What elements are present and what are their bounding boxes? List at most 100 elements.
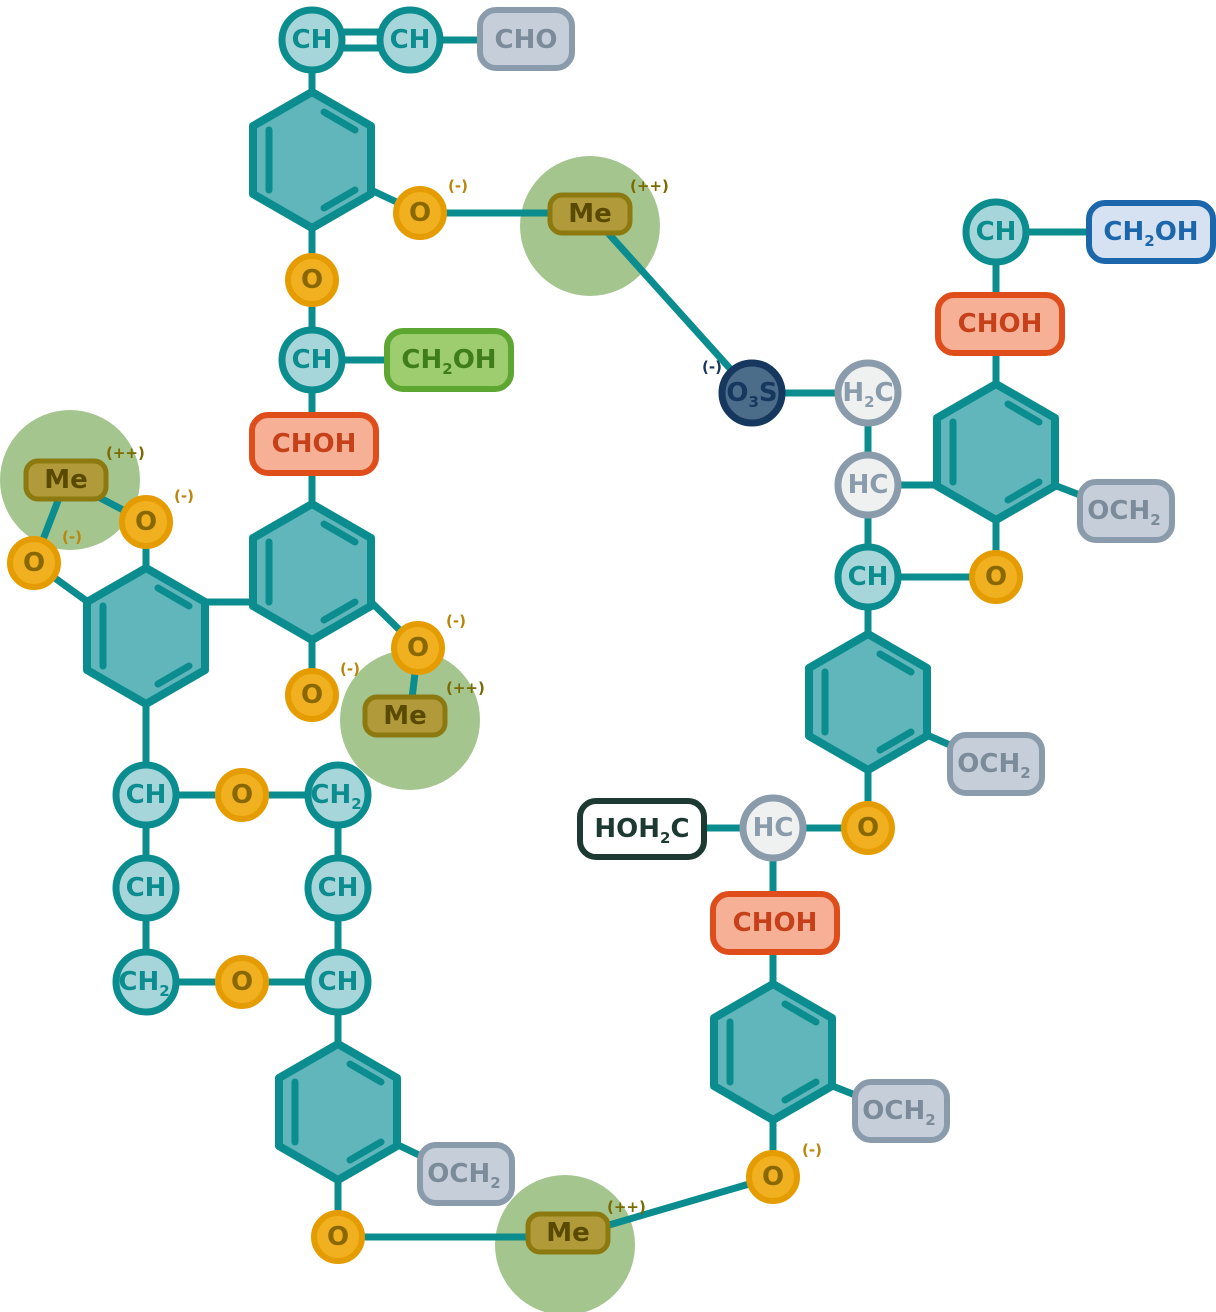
o-node-right-upper: O [969, 550, 1023, 604]
o-node-box-bottom: O [215, 955, 269, 1009]
o-label: O [135, 507, 157, 537]
ch-node-box-bottom-right: CH [304, 948, 372, 1016]
ch-label: CH [976, 217, 1017, 247]
o-label: O [327, 1222, 349, 1252]
me-node-top: Me [547, 192, 633, 236]
och2-box-right-middle: OCH2 [947, 732, 1045, 796]
oxygen-nodes: O O O O O O O O [7, 186, 1023, 1264]
charge-minus: (-) [446, 612, 466, 630]
substituent-boxes: CHO CH2OH CHOH CH2OH CHOH CHOH OCH2 OCH [249, 7, 1216, 1206]
o-node-middle-bottom: O [285, 668, 339, 722]
cho-box: CHO [477, 7, 575, 71]
och2-label: OCH2 [427, 1159, 500, 1192]
o-node-chain: O [285, 253, 339, 307]
ch-node-box-mid-right: CH [304, 854, 372, 922]
o-label: O [857, 813, 879, 843]
hc-label: HC [753, 813, 794, 843]
hc-label: HC [848, 470, 889, 500]
charge-plus2: (++) [630, 177, 669, 195]
ch2-node-box-bottom-left: CH2 [112, 948, 180, 1016]
choh-box-right-top: CHOH [935, 292, 1065, 356]
och2-label: OCH2 [1087, 496, 1160, 529]
ch2-label: CH2 [118, 967, 169, 1000]
ch-label: CH [292, 25, 333, 55]
benzene-ring-top [253, 92, 371, 228]
o-label: O [301, 680, 323, 710]
ch2oh-box-blue: CH2OH [1086, 200, 1216, 264]
ch-node-chain: CH [278, 326, 346, 394]
o-label: O [23, 548, 45, 578]
och2-box-right-bottom: OCH2 [852, 1079, 950, 1143]
me-label: Me [546, 1218, 590, 1248]
hc-node-upper: HC [834, 451, 902, 519]
o-label: O [231, 780, 253, 810]
charge-minus: (-) [340, 660, 360, 678]
o-label: O [301, 265, 323, 295]
benzene-ring-middle [253, 504, 371, 640]
ch-node-right-top: CH [962, 198, 1030, 266]
cho-label: CHO [495, 25, 558, 55]
ch-node-box-mid-left: CH [112, 854, 180, 922]
ch-label: CH [318, 873, 359, 903]
hc-nodes: H2C HC HC [739, 359, 902, 862]
ch-label: CH [126, 780, 167, 810]
o-node-middle-right: O [391, 621, 445, 675]
o-node-box-top: O [215, 768, 269, 822]
me-node-bottom: Me [525, 1211, 611, 1255]
o-label: O [762, 1162, 784, 1192]
ch-label: CH [318, 967, 359, 997]
charge-plus2: (++) [607, 1198, 646, 1216]
ch-node-box-top-left: CH [112, 761, 180, 829]
benzene-ring-right-top [937, 384, 1055, 520]
och2-label: OCH2 [957, 749, 1030, 782]
me-label: Me [383, 701, 427, 731]
och2-box-right-top: OCH2 [1077, 479, 1175, 543]
choh-label: CHOH [733, 908, 818, 938]
hc-node-lower: HC [739, 794, 807, 862]
charge-plus2: (++) [106, 444, 145, 462]
ch-label: CH [292, 345, 333, 375]
ch-label: CH [848, 562, 889, 592]
hoh2c-box: HOH2C [577, 798, 707, 860]
o-label: O [409, 198, 431, 228]
o-label: O [407, 633, 429, 663]
charge-minus: (-) [702, 358, 722, 376]
me-node-middle: Me [362, 694, 448, 738]
ch2-node-box-top-right: CH2 [304, 761, 372, 829]
ch2oh-green-label: CH2OH [401, 345, 496, 378]
o-node-right-lower: O [841, 801, 895, 855]
ch-label: CH [390, 25, 431, 55]
o-label: O [231, 967, 253, 997]
me-node-left: Me [23, 458, 109, 502]
och2-label: OCH2 [862, 1096, 935, 1129]
o-node-top: O [393, 186, 447, 240]
ch-node-right-chain: CH [834, 543, 902, 611]
charge-minus: (-) [802, 1141, 822, 1159]
benzene-ring-left [87, 568, 205, 704]
o-node-left-right: O [119, 495, 173, 549]
och2-box-bottom: OCH2 [417, 1142, 515, 1206]
me-label: Me [44, 465, 88, 495]
o3s-label: O3S [726, 378, 777, 411]
me-label: Me [568, 199, 612, 229]
benzene-ring-right-bottom [714, 984, 832, 1120]
me-nodes: Me Me Me Me [23, 192, 633, 1255]
charge-minus: (-) [448, 177, 468, 195]
o-label: O [985, 562, 1007, 592]
charge-labels: (-) (++) (-) (++) (-) (-) (-) (-) (++) (… [62, 177, 822, 1216]
charge-minus: (-) [62, 528, 82, 546]
hoh2c-label: HOH2C [594, 814, 689, 847]
ch-node-top-1: CH [278, 6, 346, 74]
choh-box-left: CHOH [249, 412, 379, 476]
h2c-label: H2C [842, 378, 893, 411]
benzene-ring-right-middle [809, 634, 927, 770]
choh-label: CHOH [272, 429, 357, 459]
ch2oh-box-green: CH2OH [384, 328, 514, 392]
o-node-left-left: O [7, 536, 61, 590]
ch-node-top-2: CH [376, 6, 444, 74]
o3s-node: O3S [718, 359, 786, 427]
o-node-bottom-right: O [746, 1150, 800, 1204]
ch2-label: CH2 [310, 780, 361, 813]
choh-box-right-bottom: CHOH [710, 891, 840, 955]
